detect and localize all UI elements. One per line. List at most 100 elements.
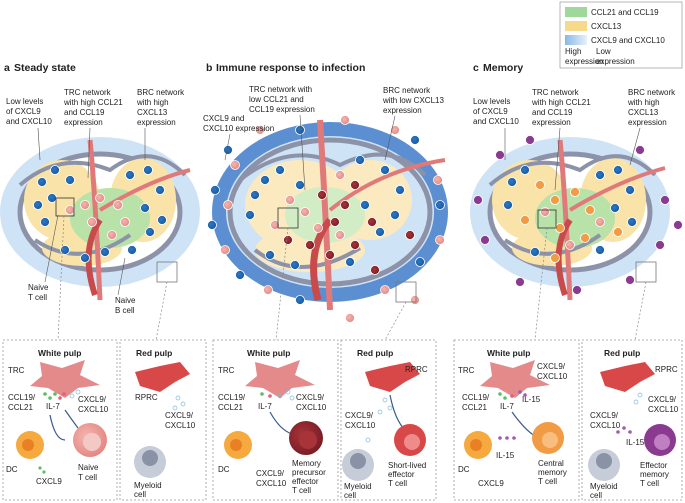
detail-b-cxcl-2: CXCL10	[296, 403, 327, 412]
panel-b-labels: TRC network with low CCL21 and CCL19 exp…	[203, 85, 444, 191]
label-b-brc-3: expression	[383, 106, 422, 115]
detail-b-myeloid-1: Myeloid	[344, 482, 372, 491]
label-c-brc-3: CXCL13	[628, 108, 659, 117]
panel-a-title: Steady state	[14, 62, 76, 74]
legend-label-ccl: CCL21 and CCL19	[591, 8, 659, 17]
detail-c-trc: TRC	[458, 366, 475, 375]
label-a-low-cxcl-1: Low levels	[6, 97, 43, 106]
label-c-trc-4: expression	[532, 118, 571, 127]
label-a-brc-1: BRC network	[137, 88, 185, 97]
rprc-cell-a	[135, 362, 190, 392]
label-a-low-cxcl-2: of CXCL9	[6, 107, 41, 116]
detail-a: White pulp Red pulp TRC CCL19/ CCL21 IL-…	[6, 348, 196, 499]
detail-c-em-2: memory	[640, 470, 669, 479]
detail-a-trc: TRC	[8, 366, 25, 375]
detail-b-cxcl-dc-1: CXCL9/	[256, 469, 285, 478]
detail-b-slec-2: effector	[388, 470, 415, 479]
detail-a-cxcl-r-2: CXCL10	[165, 421, 196, 430]
detail-c-il15r: IL-15	[626, 438, 645, 447]
detail-c-cxcl-r-1: CXCL9/	[648, 395, 677, 404]
detail-b-dc: DC	[218, 465, 230, 474]
label-c-low-cxcl-3: and CXCL10	[473, 117, 519, 126]
label-b-brc-1: BRC network	[383, 86, 431, 95]
dashed-connectors	[57, 215, 647, 341]
panel-b-title: Immune response to infection	[216, 62, 365, 74]
detail-b-cxcl-1: CXCL9/	[296, 393, 325, 402]
label-a-brc-2: with high	[136, 98, 169, 107]
detail-c: White pulp Red pulp TRC CXCL9/ CXCL10 CC…	[458, 348, 679, 500]
label-b-brc-2: with low CXCL13	[382, 96, 444, 105]
detail-a-myeloid-1: Myeloid	[134, 481, 162, 490]
detail-a-il7: IL-7	[46, 402, 60, 411]
label-c-brc-4: expression	[628, 118, 667, 127]
label-a-brc-4: expression	[137, 118, 176, 127]
detail-c-cxcl-w-2: CXCL10	[537, 372, 568, 381]
detail-b-il7: IL-7	[258, 402, 272, 411]
detail-b-myeloid-2: cell	[344, 491, 356, 500]
label-c-low-cxcl-1: Low levels	[473, 97, 510, 106]
detail-c-ccl-1: CCL19/	[462, 393, 490, 402]
detail-c-cxcl-r-2: CXCL10	[648, 405, 679, 414]
detail-b-cxcl-r-2: CXCL10	[345, 421, 376, 430]
spleen-infection	[207, 115, 448, 323]
label-a-naive-b-1: Naive	[115, 296, 136, 305]
panel-a-labels: Low levels of CXCL9 and CXCL10 TRC netwo…	[6, 88, 185, 315]
detail-a-cxcl-2: CXCL10	[78, 405, 109, 414]
legend-low: Low	[596, 47, 611, 56]
legend-label-cxcl9: CXCL9 and CXCL10	[591, 36, 665, 45]
detail-c-myeloid-1: Myeloid	[590, 482, 618, 491]
legend-swatch-ccl	[565, 7, 587, 17]
rprc-cell-b	[365, 362, 420, 392]
label-c-trc-3: and CCL19	[532, 108, 573, 117]
label-c-low-cxcl-2: of CXCL9	[473, 107, 508, 116]
label-a-naive-t-2: T cell	[28, 293, 47, 302]
panel-b-letter: b	[206, 62, 212, 74]
panel-a-letter: a	[4, 62, 10, 74]
detail-a-naive-t-1: Naive	[78, 463, 99, 472]
detail-c-white-pulp: White pulp	[487, 348, 530, 358]
panel-c-labels: Low levels of CXCL9 and CXCL10 TRC netwo…	[473, 88, 676, 191]
label-a-trc-4: expression	[64, 118, 103, 127]
panel-c-letter: c	[473, 62, 479, 74]
detail-c-cm-2: memory	[538, 468, 567, 477]
detail-a-cxcl-r-1: CXCL9/	[165, 411, 194, 420]
legend: CCL21 and CCL19 CXCL13 CXCL9 and CXCL10 …	[559, 1, 683, 69]
detail-b: White pulp Red pulp TRC CCL19/ CCL21 IL-…	[218, 348, 428, 500]
detail-c-cm-1: Central	[538, 459, 564, 468]
detail-b-rprc: RPRC	[405, 365, 428, 374]
trc-cell-b	[245, 360, 315, 398]
detail-c-red-pulp: Red pulp	[604, 348, 640, 358]
label-b-trc-3: CCL19 expression	[249, 105, 315, 114]
detail-c-cxcl9: CXCL9	[478, 479, 504, 488]
legend-swatch-cxcl9	[565, 35, 587, 45]
detail-b-slec-1: Short-lived	[388, 461, 426, 470]
detail-b-cxcl-r-1: CXCL9/	[345, 411, 374, 420]
detail-c-em-3: T cell	[640, 479, 659, 488]
label-b-trc-2: low CCL21 and	[249, 95, 304, 104]
detail-c-dc: DC	[458, 465, 470, 474]
detail-a-rprc: RPRC	[135, 393, 158, 402]
legend-high-expression: expression	[565, 57, 604, 66]
legend-low-expression: expression	[596, 57, 635, 66]
label-b-cxcl-1: CXCL9 and	[203, 114, 244, 123]
label-a-brc-3: CXCL13	[137, 108, 168, 117]
spleen-steady-state	[0, 137, 200, 301]
detail-c-cxcl-r2-2: CXCL10	[590, 421, 621, 430]
detail-c-em-1: Effector	[640, 461, 668, 470]
label-a-trc-1: TRC network	[64, 88, 112, 97]
panel-c-title: Memory	[483, 62, 523, 74]
label-c-brc-2: with high	[627, 98, 660, 107]
detail-c-il15b: IL-15	[496, 451, 515, 460]
detail-b-red-pulp: Red pulp	[357, 348, 393, 358]
detail-c-cxcl-r2-1: CXCL9/	[590, 411, 619, 420]
trc-cell-a	[30, 360, 100, 398]
label-c-brc-1: BRC network	[628, 88, 676, 97]
detail-a-red-pulp: Red pulp	[136, 348, 172, 358]
detail-a-naive-t-2: T cell	[78, 473, 97, 482]
label-a-naive-b-2: B cell	[115, 306, 135, 315]
detail-b-white-pulp: White pulp	[247, 348, 290, 358]
detail-a-cxcl9: CXCL9	[36, 477, 62, 486]
detail-c-ccl-2: CCL21	[462, 403, 487, 412]
detail-a-white-pulp: White pulp	[38, 348, 81, 358]
